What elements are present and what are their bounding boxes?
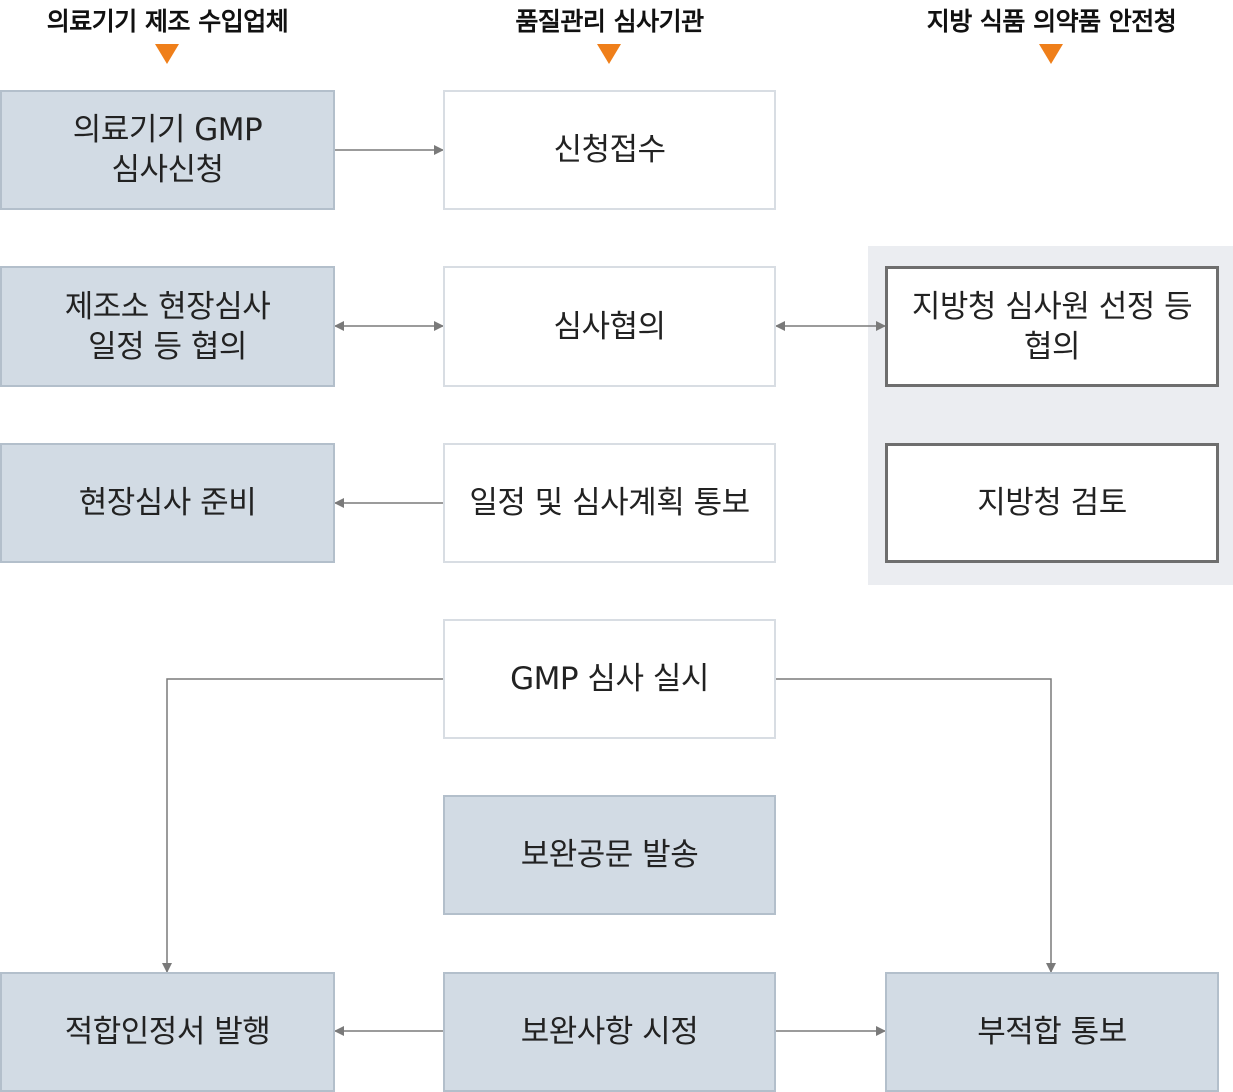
arrow-audit-to-certificate [162,678,443,973]
step-certificate: 적합인정서 발행 [0,972,335,1092]
column-header-regional-down-icon [1039,44,1063,64]
step-certificate-label: 적합인정서 발행 [64,1014,271,1050]
column-header-company-down-icon [155,44,179,64]
step-site-schedule: 제조소 현장심사 일정 등 협의 [0,266,335,387]
step-notify-plan-label: 일정 및 심사계획 통보 [469,485,750,521]
column-header-agency-down-icon [597,44,621,64]
step-receive: 신청접수 [443,90,776,210]
step-nonconform-label: 부적합 통보 [977,1014,1127,1050]
step-notify-plan: 일정 및 심사계획 통보 [443,443,776,563]
column-header-agency: 품질관리 심사기관 [515,7,704,36]
step-supplement-letter-label: 보완공문 발송 [520,837,699,873]
step-site-schedule-label: 제조소 현장심사 일정 등 협의 [64,288,271,365]
arrow-audit-to-nonconform [776,678,1056,973]
step-regional-review: 지방청 검토 [885,443,1219,563]
step-regional-select: 지방청 심사원 선정 등 협의 [885,266,1219,387]
step-corrective-label: 보완사항 시정 [520,1014,699,1050]
step-apply: 의료기기 GMP 심사신청 [0,90,335,210]
step-regional-review-label: 지방청 검토 [977,485,1127,521]
step-gmp-audit-label: GMP 심사 실시 [510,661,709,697]
step-gmp-audit: GMP 심사 실시 [443,619,776,739]
step-prepare: 현장심사 준비 [0,443,335,563]
column-header-regional: 지방 식품 의약품 안전청 [926,7,1177,36]
step-consult: 심사협의 [443,266,776,387]
step-nonconform: 부적합 통보 [885,972,1219,1092]
step-prepare-label: 현장심사 준비 [78,485,257,521]
step-apply-label: 의료기기 GMP 심사신청 [72,112,263,188]
step-regional-select-label: 지방청 심사원 선정 등 협의 [911,288,1193,365]
step-supplement-letter: 보완공문 발송 [443,795,776,915]
step-consult-label: 심사협의 [553,308,666,345]
step-receive-label: 신청접수 [553,132,666,168]
column-header-company: 의료기기 제조 수입업체 [46,7,289,36]
step-corrective: 보완사항 시정 [443,972,776,1092]
